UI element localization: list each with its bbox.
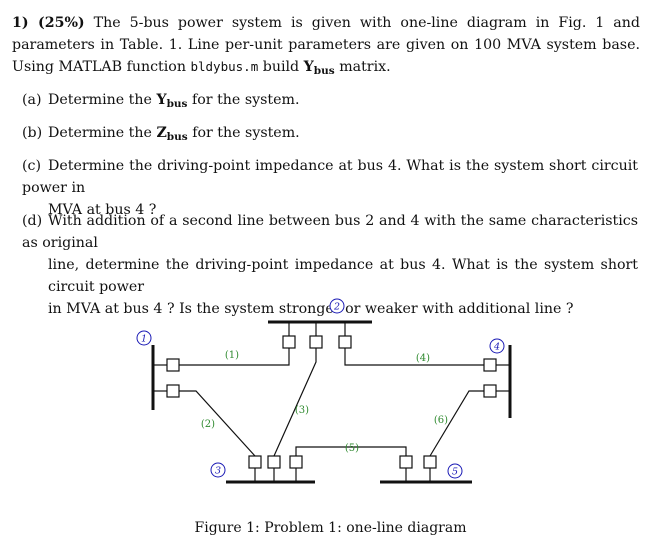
breaker-1a xyxy=(166,358,180,372)
breaker-2b xyxy=(309,335,323,349)
line-5 xyxy=(295,446,407,456)
problem-header: 1) (25%) xyxy=(12,15,85,31)
ybus-symbol: Y xyxy=(303,59,314,75)
line-label-4: (4) xyxy=(416,353,430,364)
line-6 xyxy=(429,390,484,457)
question-text-line3: in MVA at bus 4 ? Is the system stronger… xyxy=(48,301,574,317)
figure-caption: Figure 1: Problem 1: one-line diagram xyxy=(194,520,467,536)
bus-label-4: 4 xyxy=(493,342,500,353)
question-text-line2: MVA at bus 4 ? xyxy=(48,202,157,218)
bus-marker-4 xyxy=(489,338,505,354)
intro-text-b: build xyxy=(262,59,300,75)
line-label-5: (5) xyxy=(345,443,359,454)
line-1 xyxy=(179,348,290,366)
breaker-3a xyxy=(248,455,262,469)
question-b: (b) Determine the Zbus for the system. xyxy=(22,122,638,148)
function-name: bldybus.m xyxy=(190,59,259,74)
question-label: (b) xyxy=(22,125,43,141)
question-a: (a) Determine the Ybus for the system. xyxy=(22,89,638,115)
breaker-2c xyxy=(338,335,352,349)
line-4 xyxy=(344,348,484,366)
question-c: (c)Determine the driving-point impedance… xyxy=(22,155,638,221)
bus-marker-2 xyxy=(329,298,345,314)
ybus-symbol: Y xyxy=(156,92,167,108)
problem-intro: 1) (25%) The 5-bus power system is given… xyxy=(12,12,640,82)
question-label: (d) xyxy=(22,213,43,229)
ybus-subscript: bus xyxy=(313,65,335,77)
question-text: Determine the xyxy=(48,92,152,108)
breaker-4b xyxy=(483,384,497,398)
breaker-1b xyxy=(166,384,180,398)
question-text-line1: Determine the driving-point impedance at… xyxy=(22,158,638,196)
bus-label-5: 5 xyxy=(452,467,458,478)
bus-label-1: 1 xyxy=(141,334,147,345)
line-3 xyxy=(273,348,317,457)
line-label-3: (3) xyxy=(295,405,309,416)
question-label: (c) xyxy=(22,158,42,174)
question-text: for the system. xyxy=(192,125,300,141)
question-label: (a) xyxy=(22,92,42,108)
breaker-5b xyxy=(423,455,437,469)
zbus-symbol: Z xyxy=(156,125,167,141)
question-text: for the system. xyxy=(191,92,300,108)
zbus-subscript: bus xyxy=(166,131,188,143)
line-label-6: (6) xyxy=(434,415,448,426)
question-d: (d)With addition of a second line betwee… xyxy=(22,210,638,320)
line-label-1: (1) xyxy=(225,350,239,361)
breaker-4a xyxy=(483,358,497,372)
line-2 xyxy=(179,390,256,457)
bus-marker-5 xyxy=(447,463,463,479)
bus-marker-1 xyxy=(136,330,152,346)
question-text-line1: With addition of a second line between b… xyxy=(22,213,638,251)
question-text-line2: line, determine the driving-point impeda… xyxy=(48,257,638,295)
question-text: Determine the xyxy=(48,125,152,141)
breaker-3c xyxy=(289,455,303,469)
ybus-subscript: bus xyxy=(166,98,188,110)
bus-label-2: 2 xyxy=(333,302,340,313)
bus-label-3: 3 xyxy=(215,466,221,477)
intro-text-c: matrix. xyxy=(339,59,391,75)
bus-marker-3 xyxy=(210,462,226,478)
line-label-2: (2) xyxy=(201,419,215,430)
breaker-5a xyxy=(399,455,413,469)
intro-text-a: The 5-bus power system is given with one… xyxy=(12,15,640,75)
breaker-2a xyxy=(282,335,296,349)
breaker-3b xyxy=(267,455,281,469)
